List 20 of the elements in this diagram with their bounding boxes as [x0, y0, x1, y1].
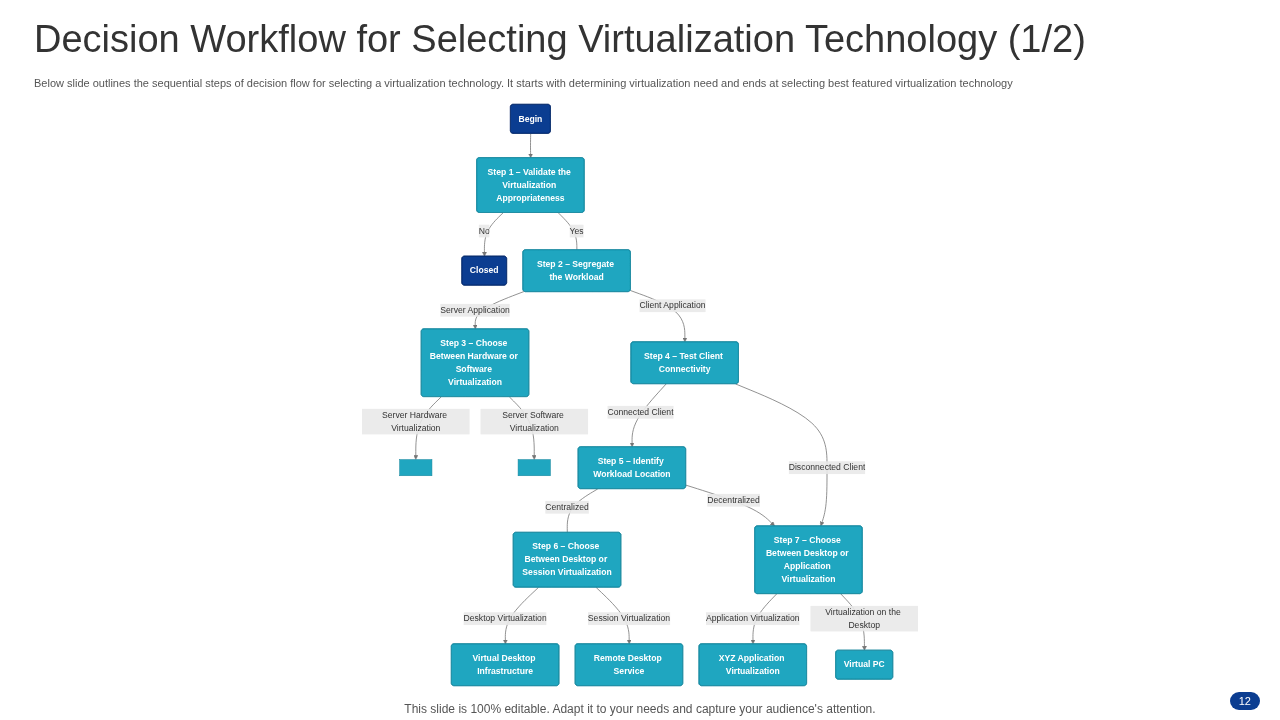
edge-label: Desktop Virtualization [463, 613, 547, 623]
footer-note: This slide is 100% editable. Adapt it to your needs and capture your audience's attention. [403, 702, 877, 716]
edge-label: Session Virtualization [587, 613, 671, 623]
edge-label: Virtualization on the Desktop [825, 607, 901, 630]
edge-label: Server Hardware Virtualization [382, 410, 448, 433]
node-box [517, 459, 551, 476]
edge-label: Decentralized [707, 495, 760, 505]
edge-label: Server Application [440, 305, 510, 315]
edge-label: Yes [569, 226, 584, 236]
node-box [399, 459, 433, 476]
edge-label: No [478, 226, 490, 236]
edge-label: Connected Client [607, 407, 674, 417]
page-number: 12 [1229, 692, 1260, 710]
slide-title: Decision Workflow for Selecting Virtualization Technology (1/2) [34, 18, 1086, 61]
edge-label: Server Software Virtualization [502, 410, 564, 433]
edge-label: Centralized [545, 502, 589, 512]
slide-subtitle: Below slide outlines the sequential steps of decision flow for selecting a virtualization technology. It starts with determining virtualization need and ends at selecting best featured virtualization technology [34, 77, 1013, 89]
edge-label: Disconnected Client [788, 462, 866, 472]
edge-label: Application Virtualization [705, 613, 800, 623]
edge-label: Client Application [639, 300, 706, 311]
